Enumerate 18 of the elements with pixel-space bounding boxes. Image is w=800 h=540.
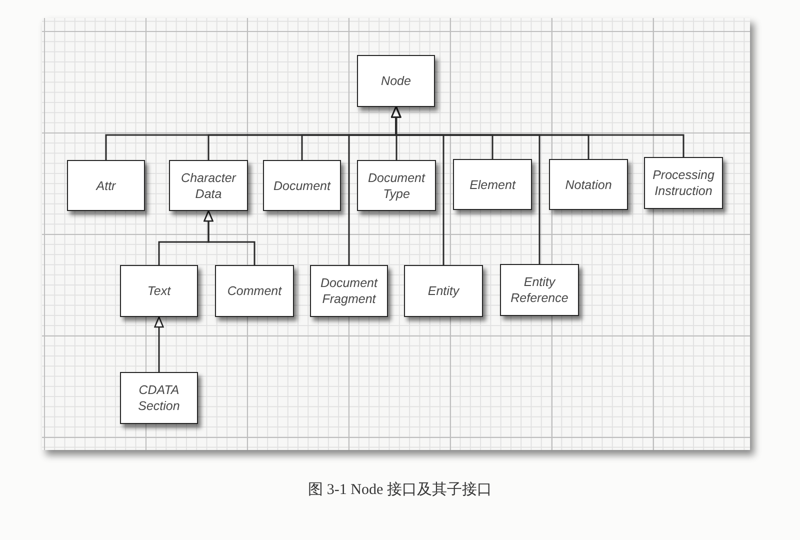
inheritance-arrow	[391, 106, 540, 264]
class-box: CDATA Section	[120, 372, 198, 424]
inheritance-arrow	[204, 210, 256, 265]
class-box: Notation	[549, 159, 628, 210]
class-box: Node	[357, 55, 435, 107]
class-box: Comment	[215, 265, 294, 317]
class-box: Element	[453, 159, 532, 210]
class-box: Entity Reference	[500, 264, 579, 316]
class-box: Processing Instruction	[644, 157, 723, 209]
inheritance-arrow	[154, 316, 164, 372]
class-box: Entity	[404, 265, 483, 317]
class-box: Character Data	[169, 160, 248, 211]
class-box: Text	[120, 265, 198, 317]
class-box: Document	[263, 160, 341, 211]
class-box: Attr	[67, 160, 145, 211]
class-box: Document Type	[357, 160, 436, 211]
class-box: Document Fragment	[310, 265, 388, 317]
figure-caption: 图 3-1 Node 接口及其子接口	[307, 480, 493, 499]
